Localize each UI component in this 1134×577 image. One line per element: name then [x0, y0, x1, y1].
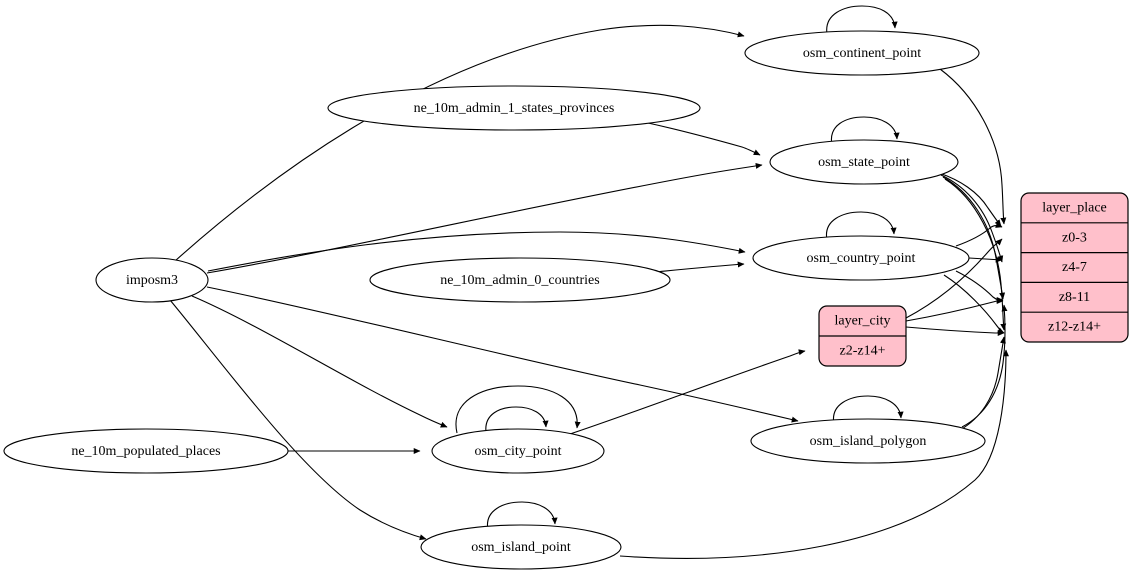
edge-osm-city-point-to-layer-city-z2	[569, 349, 806, 435]
node-osm-city-point-shape[interactable]	[431, 428, 605, 474]
edge-layer	[169, 5, 1009, 559]
edge-osm-island-polygon-self-loop	[833, 395, 904, 425]
record-row-layer-place-z8-11[interactable]: z8-11	[1059, 290, 1090, 305]
node-ne-states-label: ne_10m_admin_1_states_provinces	[414, 101, 615, 116]
edge-ne-states-to-osm-state-point	[647, 122, 761, 156]
node-osm-state-point-label: osm_state_point	[818, 155, 910, 170]
record-row-layer-city-z2-z14[interactable]: z2-z14+	[840, 344, 886, 359]
node-osm-island-polygon[interactable]: osm_island_polygon	[750, 418, 986, 464]
edge-imposm3-to-osm-island-polygon	[206, 286, 799, 423]
edge-osm-state-point-to-layer-place-z4	[940, 174, 1004, 263]
node-osm-country-point-label: osm_country_point	[807, 251, 916, 266]
node-imposm3-shape[interactable]	[95, 257, 209, 303]
node-osm-city-point[interactable]: osm_city_point	[431, 428, 605, 474]
edge-ne-countries-to-osm-country-point	[654, 261, 745, 273]
edge-osm-continent-point-to-layer-place-z0	[939, 68, 1007, 225]
record-row-layer-place-header: layer_place	[1042, 201, 1107, 216]
node-layer: imposm3 ne_10m_admin_1_states_provinces …	[3, 30, 986, 570]
record-row-layer-place-z0-3[interactable]: z0-3	[1062, 230, 1087, 245]
edge-osm-country-point-to-layer-place-z4	[968, 256, 1003, 263]
node-osm-island-point[interactable]: osm_island_point	[420, 524, 622, 570]
node-osm-island-point-label: osm_island_point	[471, 540, 571, 555]
node-ne-populated-label: ne_10m_populated_places	[71, 444, 220, 459]
edge-osm-state-point-to-layer-place-z12	[944, 178, 1007, 331]
node-ne-countries-label: ne_10m_admin_0_countries	[440, 273, 599, 288]
node-ne-10m-admin-0-countries[interactable]: ne_10m_admin_0_countries	[369, 257, 671, 303]
node-osm-city-point-label: osm_city_point	[474, 444, 561, 459]
record-row-layer-place-z12-z14[interactable]: z12-z14+	[1048, 320, 1101, 335]
edge-osm-country-point-to-layer-place-z0	[955, 222, 1003, 247]
edge-imposm3-to-osm-country-point	[207, 231, 746, 272]
edge-osm-island-point-to-layer-place-z12	[619, 349, 1009, 559]
node-osm-island-polygon-shape[interactable]	[750, 418, 986, 464]
edge-imposm3-to-osm-state-point	[206, 162, 763, 274]
node-ne-populated-shape[interactable]	[3, 428, 289, 474]
edge-imposm3-to-osm-city-point	[191, 295, 448, 428]
node-ne-10m-admin-1-states-provinces[interactable]: ne_10m_admin_1_states_provinces	[327, 85, 701, 131]
node-osm-continent-point-shape[interactable]	[744, 30, 980, 76]
edge-osm-island-point-self-loop	[487, 501, 558, 531]
node-osm-country-point-shape[interactable]	[752, 235, 970, 281]
node-imposm3[interactable]: imposm3	[95, 257, 209, 303]
edge-osm-city-point-self-loop-inner	[485, 406, 549, 433]
record-row-layer-place-z4-7[interactable]: z4-7	[1062, 260, 1087, 275]
edge-imposm3-to-osm-continent-point	[174, 24, 745, 262]
node-osm-continent-point[interactable]: osm_continent_point	[744, 30, 980, 76]
node-osm-island-polygon-label: osm_island_polygon	[810, 434, 927, 449]
edge-osm-state-point-self-loop	[830, 116, 900, 146]
edge-imposm3-to-osm-island-point	[169, 299, 427, 541]
node-osm-island-point-shape[interactable]	[420, 524, 622, 570]
node-osm-continent-point-label: osm_continent_point	[803, 46, 921, 61]
node-ne-10m-populated-places[interactable]: ne_10m_populated_places	[3, 428, 289, 474]
edge-osm-country-point-self-loop	[826, 211, 897, 241]
edge-layer-city-to-layer-place-z8	[905, 297, 1004, 322]
node-osm-country-point[interactable]: osm_country_point	[752, 235, 970, 281]
node-ne-states-shape[interactable]	[327, 85, 701, 131]
node-ne-countries-shape[interactable]	[369, 257, 671, 303]
record-row-layer-city-header: layer_city	[835, 314, 891, 329]
record-node-layer-place-box[interactable]	[1020, 192, 1129, 343]
edge-osm-continent-point-self-loop	[826, 5, 898, 35]
edge-osm-island-polygon-to-layer-place-z12	[959, 336, 1006, 431]
record-node-layer: layer_place z0-3 z4-7 z8-11 z12-z14+ lay…	[818, 192, 1129, 367]
record-node-layer-city[interactable]: layer_city z2-z14+	[818, 305, 907, 367]
edge-layer-city-to-layer-place-z4	[905, 238, 1003, 319]
edge-osm-city-point-self-loop-outer	[455, 385, 581, 434]
record-node-layer-place[interactable]: layer_place z0-3 z4-7 z8-11 z12-z14+	[1020, 192, 1129, 343]
edge-osm-state-point-to-layer-place-z0	[938, 172, 1002, 227]
node-imposm3-label: imposm3	[126, 273, 178, 288]
edge-layer-city-to-layer-place-z12	[905, 326, 1005, 337]
node-osm-state-point[interactable]: osm_state_point	[769, 139, 959, 185]
node-osm-state-point-shape[interactable]	[769, 139, 959, 185]
